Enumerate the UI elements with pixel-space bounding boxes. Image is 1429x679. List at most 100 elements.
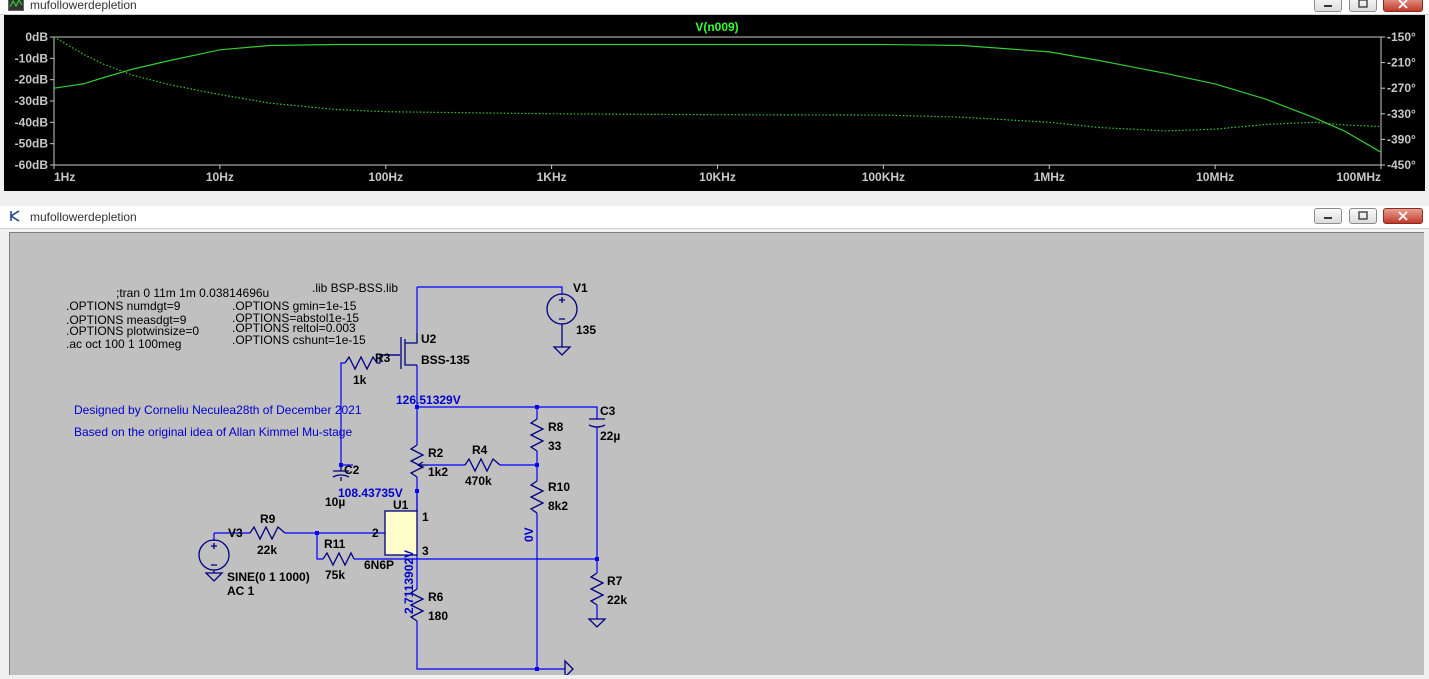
magnitude-trace xyxy=(53,43,1382,153)
phase-trace xyxy=(53,36,1382,132)
r4-value[interactable]: 470k xyxy=(465,474,492,488)
restore-button[interactable] xyxy=(1348,208,1377,224)
y2-tick-label: -150° xyxy=(1387,30,1416,44)
r9-resistor xyxy=(249,525,286,541)
ac-directive[interactable]: .ac oct 100 1 100meg xyxy=(66,337,181,351)
ground-symbol xyxy=(552,346,572,356)
option-abstol[interactable]: .OPTIONS=abstol1e-15 xyxy=(232,311,359,325)
y-tick-label: -40dB xyxy=(15,115,49,129)
r6-value[interactable]: 180 xyxy=(428,609,448,623)
u1-model[interactable]: 6N6P xyxy=(364,558,394,572)
node-voltages: 126.51329V 108.43735V 0V 2.7113902V xyxy=(338,393,536,614)
r2-label[interactable]: R2 xyxy=(428,446,444,460)
y2-tick-label: -450° xyxy=(1387,158,1416,172)
u2-label[interactable]: U2 xyxy=(421,332,437,346)
r7-resistor xyxy=(589,572,605,606)
x-tick-label: 100KHz xyxy=(862,170,905,184)
r10-label[interactable]: R10 xyxy=(548,480,570,494)
x-tick-label: 10MHz xyxy=(1196,170,1234,184)
r2-value[interactable]: 1k2 xyxy=(428,465,448,479)
option-measdgt[interactable]: .OPTIONS measdgt=9 xyxy=(66,313,187,327)
v1-value[interactable]: 135 xyxy=(576,323,596,337)
wire xyxy=(340,362,345,465)
y2-tick-label: -270° xyxy=(1387,81,1416,95)
v3-ac[interactable]: AC 1 xyxy=(227,584,255,598)
wire xyxy=(416,621,565,670)
y2-tick-label: -210° xyxy=(1387,56,1416,70)
r3-label[interactable]: R3 xyxy=(375,351,391,365)
r4-label[interactable]: R4 xyxy=(472,443,488,457)
option-gmin[interactable]: .OPTIONS gmin=1e-15 xyxy=(232,299,357,313)
junction-dot xyxy=(535,405,539,409)
y2-tick-label: -390° xyxy=(1387,132,1416,146)
v1-polarity xyxy=(559,297,565,320)
credit-line[interactable]: Based on the original idea of Allan Kimm… xyxy=(74,425,352,439)
schematic-window: mufollowerdepletion xyxy=(0,206,1429,679)
close-button[interactable] xyxy=(1383,0,1423,12)
v3-function[interactable]: SINE(0 1 1000) xyxy=(227,570,310,584)
option-plotwinsize[interactable]: .OPTIONS plotwinsize=0 xyxy=(66,324,199,338)
r11-label[interactable]: R11 xyxy=(324,537,346,551)
schematic-canvas[interactable]: ;tran 0 11m 1m 0.03814696u .lib BSP-BSS.… xyxy=(9,232,1424,679)
wire xyxy=(537,406,598,419)
node-voltage[interactable]: 108.43735V xyxy=(338,486,403,500)
restore-button[interactable] xyxy=(1348,0,1377,12)
r3-value[interactable]: 1k xyxy=(353,373,367,387)
ground-symbol xyxy=(587,618,607,628)
y2-tick-label: -330° xyxy=(1387,107,1416,121)
r2-resistor xyxy=(409,444,425,478)
junction-dot xyxy=(535,667,539,671)
u1-pin-2[interactable]: 2 xyxy=(372,526,379,540)
credit-line[interactable]: Designed by Corneliu Neculea28th of Dece… xyxy=(74,403,362,417)
x-tick-label: 10Hz xyxy=(206,170,234,184)
trace-label[interactable]: V(n009) xyxy=(695,20,738,34)
v3-label[interactable]: V3 xyxy=(228,526,243,540)
option-numdgt[interactable]: .OPTIONS numdgt=9 xyxy=(66,299,181,313)
r8-value[interactable]: 33 xyxy=(548,439,562,453)
directives: ;tran 0 11m 1m 0.03814696u .lib BSP-BSS.… xyxy=(66,281,398,351)
node-voltage[interactable]: 0V xyxy=(522,527,536,542)
r9-value[interactable]: 22k xyxy=(257,543,277,557)
r7-label[interactable]: R7 xyxy=(607,574,623,588)
v3-polarity xyxy=(211,543,217,566)
plot-window-controls xyxy=(1311,0,1423,12)
option-cshunt[interactable]: .OPTIONS cshunt=1e-15 xyxy=(232,333,366,347)
u1-pin-3[interactable]: 3 xyxy=(422,544,429,558)
plot-window-titlebar[interactable]: mufollowerdepletion xyxy=(0,0,1429,15)
close-button[interactable] xyxy=(1383,208,1423,224)
r10-resistor xyxy=(529,480,545,514)
credits: Designed by Corneliu Neculea28th of Dece… xyxy=(74,403,362,439)
minimize-button[interactable] xyxy=(1314,0,1343,12)
r7-value[interactable]: 22k xyxy=(607,593,627,607)
r9-label[interactable]: R9 xyxy=(260,512,276,526)
c2-label[interactable]: C2 xyxy=(344,463,360,477)
r3-resistor xyxy=(344,354,400,371)
wire xyxy=(417,286,563,295)
plot-frame xyxy=(53,36,1382,166)
v1-label[interactable]: V1 xyxy=(573,281,588,295)
plot-window-title: mufollowerdepletion xyxy=(30,0,137,12)
c2-capacitor xyxy=(332,465,350,481)
y-tick-label: -30dB xyxy=(15,94,49,108)
lib-directive[interactable]: .lib BSP-BSS.lib xyxy=(312,281,398,295)
r11-value[interactable]: 75k xyxy=(325,568,345,582)
c2-value[interactable]: 10µ xyxy=(325,495,345,509)
c3-label[interactable]: C3 xyxy=(600,404,616,418)
node-voltage[interactable]: 2.7113902V xyxy=(402,550,416,614)
schematic-window-titlebar[interactable]: mufollowerdepletion xyxy=(0,206,1429,229)
x-tick-label: 1KHz xyxy=(537,170,567,184)
c3-value[interactable]: 22µ xyxy=(600,429,620,443)
component-labels: V1 135 U2 BSS-135 R3 1k C3 22µ R8 33 R2 … xyxy=(227,281,627,623)
tran-directive[interactable]: ;tran 0 11m 1m 0.03814696u xyxy=(116,286,269,300)
u1-pin-1[interactable]: 1 xyxy=(422,510,429,524)
r6-label[interactable]: R6 xyxy=(428,590,444,604)
r8-label[interactable]: R8 xyxy=(548,420,564,434)
r10-value[interactable]: 8k2 xyxy=(548,499,568,513)
option-reltol[interactable]: .OPTIONS reltol=0.003 xyxy=(232,321,356,335)
node-voltage[interactable]: 126.51329V xyxy=(396,393,461,407)
u1-label[interactable]: U1 xyxy=(393,498,409,512)
minimize-button[interactable] xyxy=(1314,208,1343,224)
u2-model[interactable]: BSS-135 xyxy=(421,353,470,367)
junction-dot xyxy=(315,531,319,535)
